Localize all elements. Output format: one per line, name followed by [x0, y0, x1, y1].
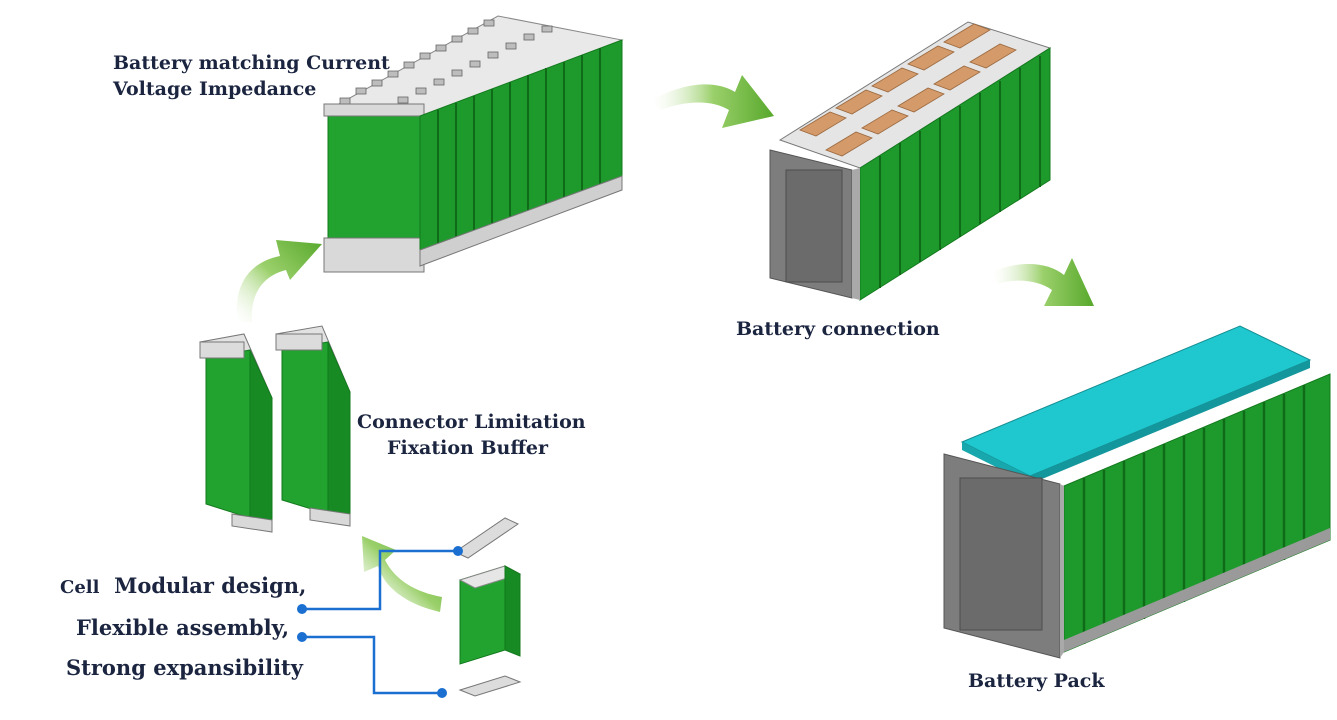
- exploded-cell-parts: [453, 517, 522, 697]
- arrow-to-connection: [652, 75, 774, 128]
- top-bracket: [453, 517, 520, 559]
- cell-features-label: Cell Modular design, Flexible assembly, …: [60, 566, 306, 688]
- connected-cell-separators: [879, 56, 1041, 288]
- bottom-bracket: [458, 675, 522, 697]
- pack-cell-separators: [1082, 385, 1306, 644]
- cell-line-2: Flexible assembly,: [76, 615, 290, 640]
- matching-line-2: Voltage Impedance: [113, 78, 317, 100]
- arrow-to-pack: [992, 258, 1094, 306]
- connector-dots: [297, 546, 463, 698]
- matching-line-1: Battery matching Current: [113, 52, 390, 74]
- connector-line-2: Fixation Buffer: [387, 437, 549, 459]
- battery-pack: [943, 325, 1331, 659]
- arrow-to-cells: [362, 536, 442, 612]
- module-cell-separators: [437, 48, 601, 256]
- arrow-to-module: [236, 240, 322, 322]
- copper-busbars: [799, 23, 1017, 157]
- cell-pair: [199, 325, 351, 533]
- connector-line-1: Connector Limitation: [357, 411, 586, 433]
- cell-line-3: Strong expansibility: [66, 655, 303, 680]
- connector-lines: [302, 549, 458, 695]
- connector-label: Connector Limitation Fixation Buffer: [357, 409, 586, 461]
- battery-connection-label: Battery connection: [736, 318, 940, 340]
- module-matching-label: Battery matching Current Voltage Impedan…: [113, 50, 390, 102]
- cell-word: Cell: [60, 577, 100, 598]
- connected-module: [769, 21, 1052, 301]
- cell-line-1: Modular design,: [114, 573, 307, 598]
- battery-pack-label: Battery Pack: [968, 670, 1105, 692]
- battery-module: [323, 15, 624, 273]
